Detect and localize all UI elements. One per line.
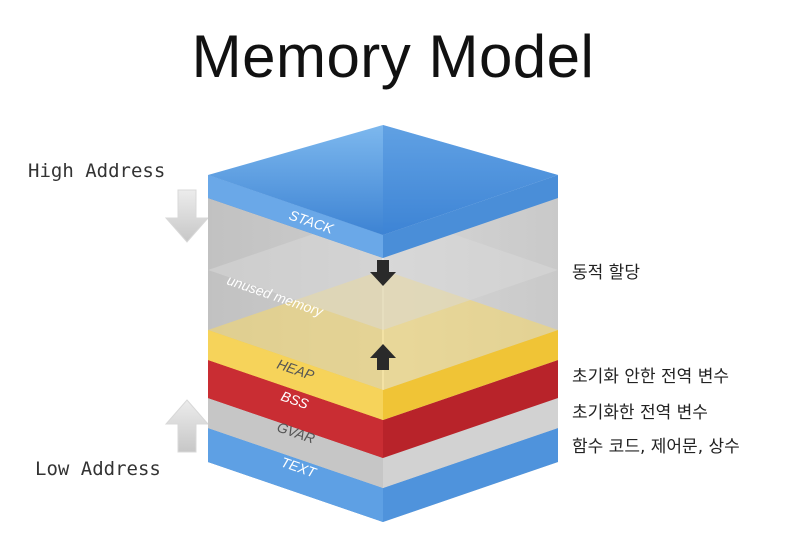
stack-growth-arrow-icon <box>370 260 396 286</box>
high-address-arrow-icon <box>164 189 210 243</box>
note-dynamic-allocation: 동적 할당 <box>572 263 640 283</box>
note-bss: 초기화 안한 전역 변수 <box>572 367 729 387</box>
diagram-title: Memory Model <box>191 23 595 90</box>
low-address-arrow-icon <box>164 399 210 453</box>
high-address-label: High Address <box>28 160 166 182</box>
heap-growth-arrow-icon <box>370 344 396 370</box>
low-address-label: Low Address <box>35 458 161 480</box>
note-text: 함수 코드, 제어문, 상수 <box>572 437 740 457</box>
note-gvar: 초기화한 전역 변수 <box>572 403 708 423</box>
